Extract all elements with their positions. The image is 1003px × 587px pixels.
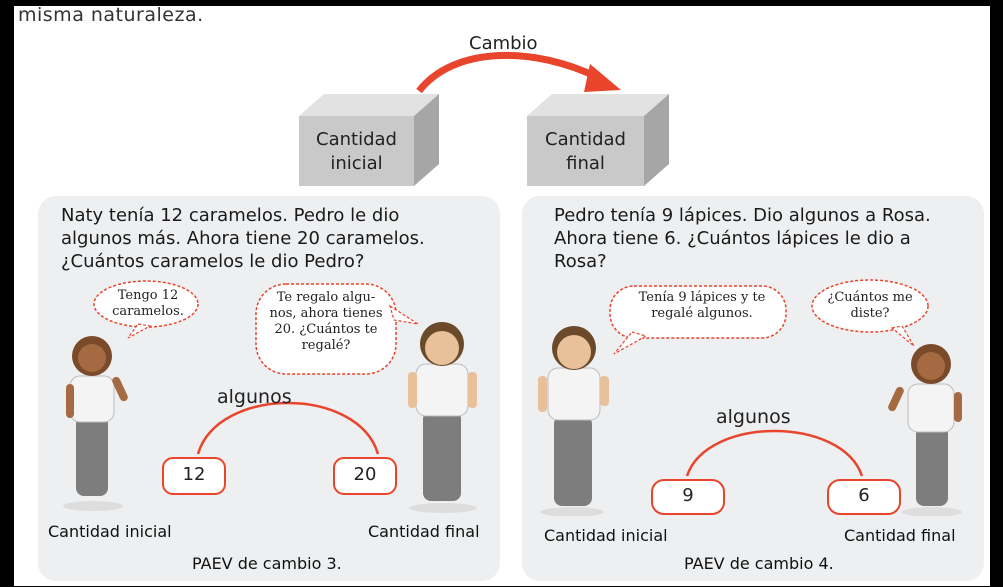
problem-1-line: ¿Cuántos caramelos le dio Pedro?	[61, 251, 365, 272]
final-value-2: 6	[858, 485, 870, 506]
change-arrow	[416, 51, 601, 94]
boy-illustration	[408, 322, 477, 513]
paev-caption-1: PAEV de cambio 3.	[192, 554, 342, 573]
bubble-line: caramelos.	[112, 304, 184, 319]
final-box-line-2: final	[566, 153, 605, 174]
initial-box-label: Cantidad inicial	[299, 128, 414, 176]
bubble-line: regalé?	[301, 338, 351, 353]
final-quantity-box	[527, 94, 669, 186]
arc-label-1: algunos	[217, 386, 292, 408]
bubble-line: ¿Cuántos me	[827, 290, 913, 305]
problem-text-2: Pedro tenía 9 lápices. Dio algunos a Ros…	[554, 204, 931, 273]
bubble-rosa-text: ¿Cuántos me diste?	[814, 290, 926, 322]
problem-2-line: Ahora tiene 6. ¿Cuántos lápices le dio a	[554, 228, 911, 249]
problem-2-line: Rosa?	[554, 251, 607, 272]
final-box-line-1: Cantidad	[545, 129, 626, 150]
bubble-line: 20. ¿Cuántos te	[274, 322, 378, 337]
cut-text-line: misma naturaleza.	[18, 6, 204, 26]
problem-1-line: Naty tenía 12 caramelos. Pedro le dio	[61, 205, 400, 226]
final-caption-1: Cantidad final	[368, 522, 480, 541]
initial-box-line-2: inicial	[330, 153, 383, 174]
boy-illustration-2	[538, 326, 609, 516]
bubble-line: Te regalo algu-	[276, 290, 376, 305]
change-label: Cambio	[469, 33, 538, 54]
initial-quantity-box	[299, 94, 439, 186]
change-arc-1	[196, 401, 380, 455]
initial-caption-2: Cantidad inicial	[544, 526, 668, 545]
arc-label-2: algunos	[716, 406, 791, 428]
final-value-1: 20	[353, 464, 377, 485]
initial-value-2: 9	[682, 485, 694, 506]
panel-2-art	[538, 279, 962, 516]
bubble-line: nos, ahora tienes	[269, 306, 383, 321]
bubble-naty-text: Tengo 12 caramelos.	[96, 288, 200, 320]
bubble-line: Tenía 9 lápices y te	[638, 290, 766, 305]
initial-box-line-1: Cantidad	[316, 129, 397, 150]
girl-illustration	[63, 336, 128, 511]
change-arrowhead	[584, 64, 621, 92]
speech-bubble-pedro-2	[609, 285, 787, 339]
change-diagram	[299, 51, 669, 186]
speech-bubble-pedro	[255, 283, 397, 375]
final-caption-2: Cantidad final	[844, 526, 956, 545]
paev-caption-2: PAEV de cambio 4.	[684, 554, 834, 573]
value-box-initial-1	[162, 457, 226, 495]
final-box-label: Cantidad final	[527, 128, 644, 176]
value-box-initial-2	[651, 479, 725, 515]
initial-value-1: 12	[182, 464, 206, 485]
page-frame: misma naturaleza. Cambio Cantidad inicia…	[14, 6, 990, 586]
panel-1-art	[63, 280, 477, 513]
problem-text-1: Naty tenía 12 caramelos. Pedro le dio al…	[61, 204, 425, 273]
problem-1-line: algunos más. Ahora tiene 20 caramelos.	[61, 228, 425, 249]
initial-caption-1: Cantidad inicial	[48, 522, 172, 541]
value-box-final-2	[827, 479, 901, 515]
change-arc-2	[685, 429, 864, 477]
bubble-line: diste?	[850, 306, 890, 321]
bubble-line: regalé algunos.	[651, 306, 753, 321]
bubble-line: Tengo 12	[117, 288, 179, 303]
bubble-pedro-2-text: Tenía 9 lápices y te regalé algunos.	[614, 290, 790, 322]
speech-bubble-rosa	[811, 279, 929, 333]
bubble-pedro-text: Te regalo algu- nos, ahora tienes 20. ¿C…	[256, 290, 396, 354]
value-box-final-1	[333, 457, 397, 495]
problem-2-line: Pedro tenía 9 lápices. Dio algunos a Ros…	[554, 205, 931, 226]
girl-illustration-2	[888, 344, 962, 516]
